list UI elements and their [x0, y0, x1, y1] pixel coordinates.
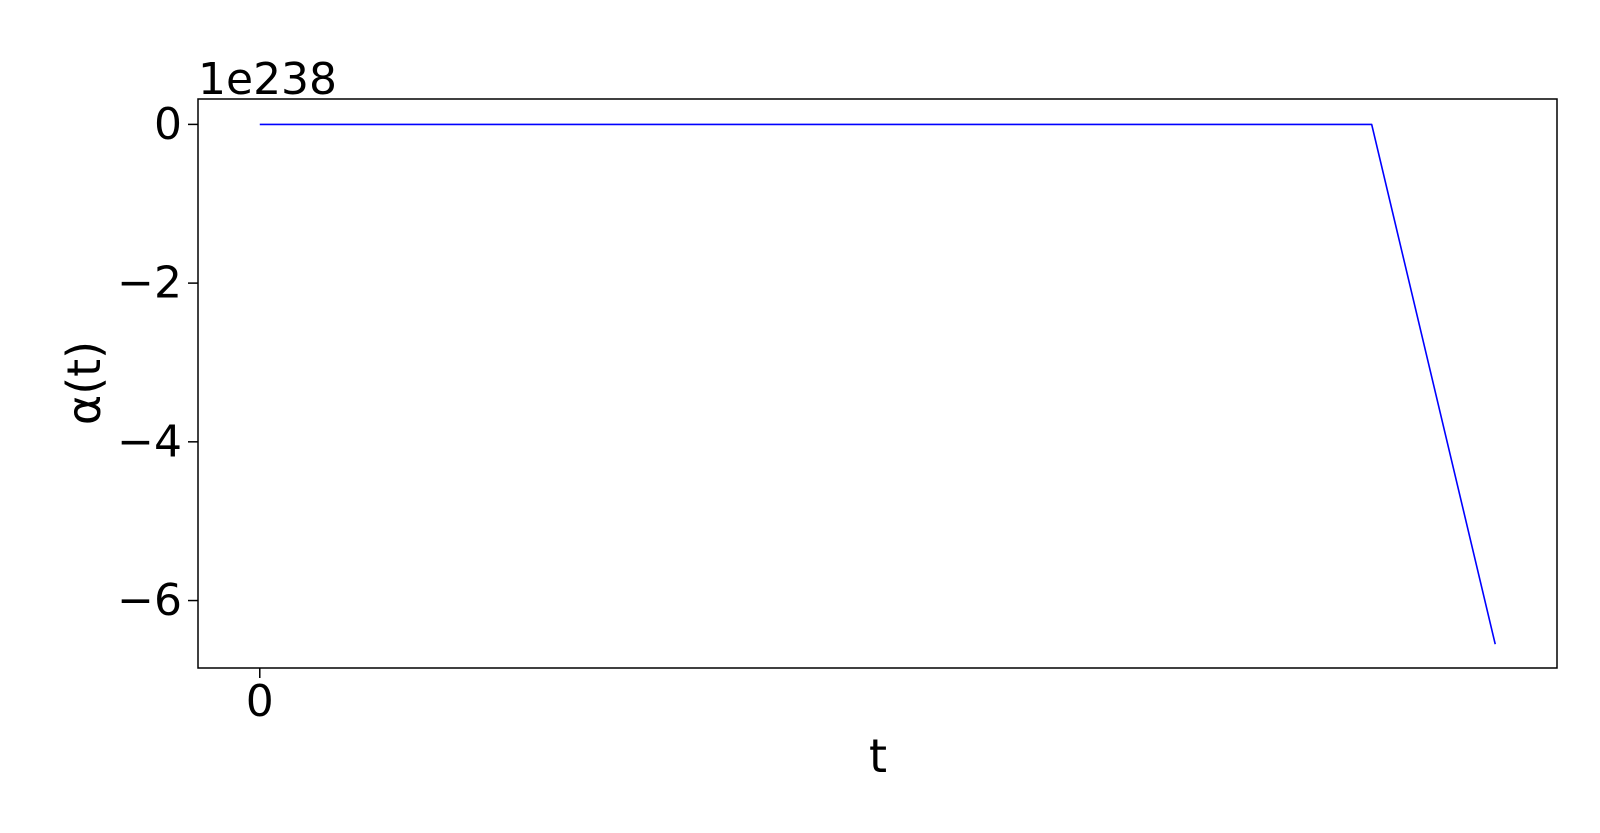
series-layer: [259, 123, 1497, 645]
y-tick-label: −2: [117, 258, 182, 309]
y-axis-label: α(t): [57, 341, 111, 425]
y-tick-label: 0: [154, 99, 182, 150]
x-axis-ticks: 0: [246, 668, 274, 727]
series-line: [259, 123, 1497, 645]
x-tick-label: 0: [246, 676, 274, 727]
y-tick-label: −4: [117, 416, 182, 467]
y-axis-ticks: 0 −2 −4 −6: [117, 99, 198, 626]
y-tick-label: −6: [117, 575, 182, 626]
plot-frame: [197, 98, 1558, 669]
y-offset-label: 1e238: [198, 54, 337, 105]
x-axis-label: t: [869, 729, 887, 783]
